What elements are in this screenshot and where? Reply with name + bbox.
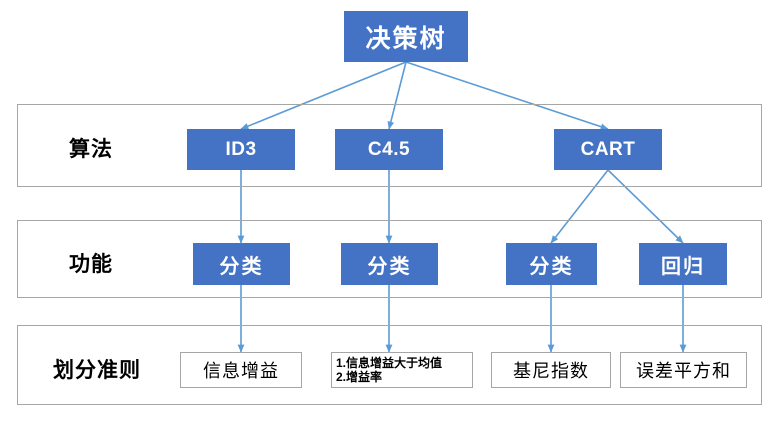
band-label-algorithm: 算法 (69, 138, 113, 161)
root-node[interactable]: 决策树 (344, 11, 468, 62)
node-func-c45[interactable]: 分类 (341, 243, 438, 285)
node-crit-information-gain-label: 信息增益 (203, 361, 279, 381)
node-func-id3[interactable]: 分类 (193, 243, 290, 285)
node-id3[interactable]: ID3 (187, 129, 295, 170)
node-crit-c45-line2: 2.增益率 (336, 370, 383, 384)
node-crit-gini-index[interactable]: 基尼指数 (491, 352, 611, 388)
node-func-cart-regression-label: 回归 (661, 255, 705, 278)
band-algorithm (17, 104, 762, 187)
node-func-c45-label: 分类 (367, 255, 412, 278)
node-func-cart-classification[interactable]: 分类 (506, 243, 597, 285)
node-func-cart-regression[interactable]: 回归 (639, 243, 727, 285)
root-node-label: 决策树 (365, 24, 447, 53)
node-crit-sum-squared-error[interactable]: 误差平方和 (620, 352, 747, 388)
band-function (17, 220, 762, 298)
node-c45-label: C4.5 (367, 138, 411, 160)
node-crit-c45-line1: 1.信息增益大于均值 (336, 356, 443, 370)
node-crit-c45[interactable]: 1.信息增益大于均值 2.增益率 (331, 352, 473, 388)
band-label-function: 功能 (69, 253, 113, 276)
node-c45[interactable]: C4.5 (335, 129, 443, 170)
node-crit-gini-index-label: 基尼指数 (513, 361, 589, 381)
node-crit-information-gain[interactable]: 信息增益 (180, 352, 302, 388)
node-cart-label: CART (580, 138, 636, 160)
node-cart[interactable]: CART (554, 129, 662, 170)
node-func-id3-label: 分类 (219, 255, 264, 278)
node-crit-sum-squared-error-label: 误差平方和 (636, 361, 731, 381)
node-func-cart-classification-label: 分类 (529, 255, 574, 278)
band-label-criterion: 划分准则 (53, 359, 141, 382)
band-criterion (17, 325, 762, 405)
node-id3-label: ID3 (225, 138, 257, 160)
